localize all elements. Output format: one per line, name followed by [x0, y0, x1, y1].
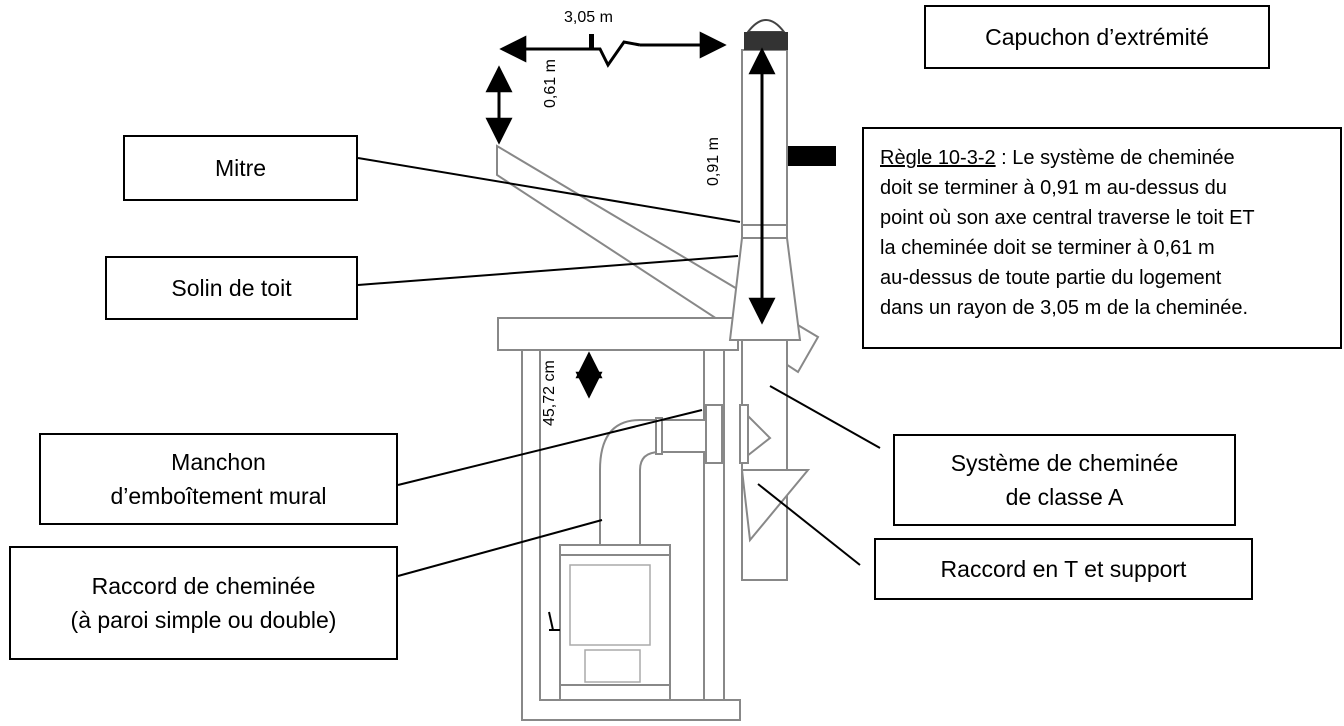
stove-top — [559, 544, 671, 556]
leader-chimney-system — [769, 385, 881, 449]
label-mitre-text: Mitre — [214, 155, 267, 181]
dim-horizontal-label: 3,05 m — [564, 9, 613, 26]
stove-ashpan — [584, 649, 641, 683]
label-connector: Raccord de cheminée (à paroi simple ou d… — [9, 546, 398, 660]
rule-box: Règle 10-3-2 : Le système de cheminée do… — [862, 127, 1342, 349]
dim-horizontal-tick — [589, 34, 594, 50]
rule-line-3: point où son axe central traverse le toi… — [880, 207, 1255, 229]
label-thimble-line1: Manchon — [171, 449, 266, 475]
label-connector-line1: Raccord de cheminée — [91, 573, 316, 599]
dim-above-roof-label: 0,91 m — [705, 137, 722, 186]
dim-roof-clearance-label: 0,61 m — [542, 59, 559, 108]
blank-gap — [744, 120, 785, 215]
wall-thimble-shape — [705, 404, 723, 464]
label-thimble: Manchon d’emboîtement mural — [39, 433, 398, 525]
tee-inlet — [739, 404, 749, 464]
rule-marker — [788, 146, 836, 166]
cap-dome — [745, 19, 787, 33]
leader-thimble — [397, 409, 703, 486]
leader-connector — [397, 519, 603, 577]
rule-line-1: Règle 10-3-2 : Le système de cheminée — [880, 143, 1330, 173]
rule-sep: : — [995, 147, 1013, 169]
rule-line-5: au-dessus de toute partie du logement — [880, 267, 1222, 289]
rule-line-2: doit se terminer à 0,91 m au-dessus du — [880, 177, 1227, 199]
leader-tee — [757, 483, 861, 566]
cap-band — [744, 32, 788, 50]
label-chimney-system-line2: de classe A — [1005, 484, 1124, 510]
stove-door — [569, 564, 651, 646]
label-flashing-text: Solin de toit — [171, 275, 292, 301]
label-flashing: Solin de toit — [105, 256, 358, 320]
flashing-shape — [728, 224, 802, 341]
label-tee: Raccord en T et support — [874, 538, 1253, 600]
stove-leg — [559, 684, 671, 701]
label-cap-text: Capuchon d’extrémité — [985, 24, 1209, 50]
dim-ceiling-label: 45,72 cm — [541, 360, 558, 426]
label-mitre: Mitre — [123, 135, 358, 201]
rule-ref: Règle 10-3-2 — [880, 147, 996, 169]
label-connector-line2: (à paroi simple ou double) — [70, 607, 337, 633]
label-cap: Capuchon d’extrémité — [924, 5, 1270, 69]
label-chimney-system-line1: Système de cheminée — [950, 450, 1179, 476]
label-chimney-system: Système de cheminée de classe A — [893, 434, 1236, 526]
stove-handle — [548, 611, 554, 631]
connector-pipe — [599, 419, 707, 546]
label-tee-text: Raccord en T et support — [940, 556, 1187, 582]
dim-horizontal-break — [590, 40, 641, 68]
label-thimble-line2: d’emboîtement mural — [110, 483, 327, 509]
connector-collar — [655, 417, 663, 455]
tee-support — [740, 469, 811, 543]
rule-line-4: la cheminée doit se terminer à 0,61 m — [880, 237, 1215, 259]
leader-mitre — [357, 157, 741, 223]
leader-flashing — [357, 255, 739, 286]
ceiling — [497, 317, 739, 351]
rule-text-1: Le système de cheminée — [1012, 147, 1235, 169]
wall-section — [703, 349, 725, 701]
rule-line-6: dans un rayon de 3,05 m de la cheminée. — [880, 297, 1249, 319]
